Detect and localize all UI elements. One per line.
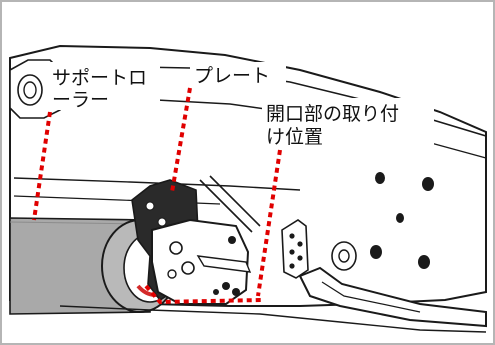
support-roller-label-bg <box>48 62 160 110</box>
mount-position-label-bg <box>262 98 434 148</box>
mount-position-label-line1: 開口部の取り付 <box>266 103 399 125</box>
perforated-bracket <box>281 219 309 279</box>
support-roller-label-line1: サポートロ <box>52 67 147 89</box>
bottom-deck-edge <box>59 305 487 333</box>
mount-position-leader-line <box>256 149 282 297</box>
support-roller-label-line2: ーラー <box>52 89 109 111</box>
mount-position-outline-line <box>144 284 263 305</box>
lower-lever-arm <box>298 266 487 328</box>
support-roller-leader-line <box>32 111 52 221</box>
plate-label: プレート <box>194 65 270 87</box>
mounting-plate <box>151 218 252 305</box>
plate-label-bg <box>190 62 286 88</box>
diagonal-strut <box>199 175 261 233</box>
right-side-fittings <box>331 172 434 271</box>
mount-position-label-line2: け位置 <box>266 126 323 148</box>
